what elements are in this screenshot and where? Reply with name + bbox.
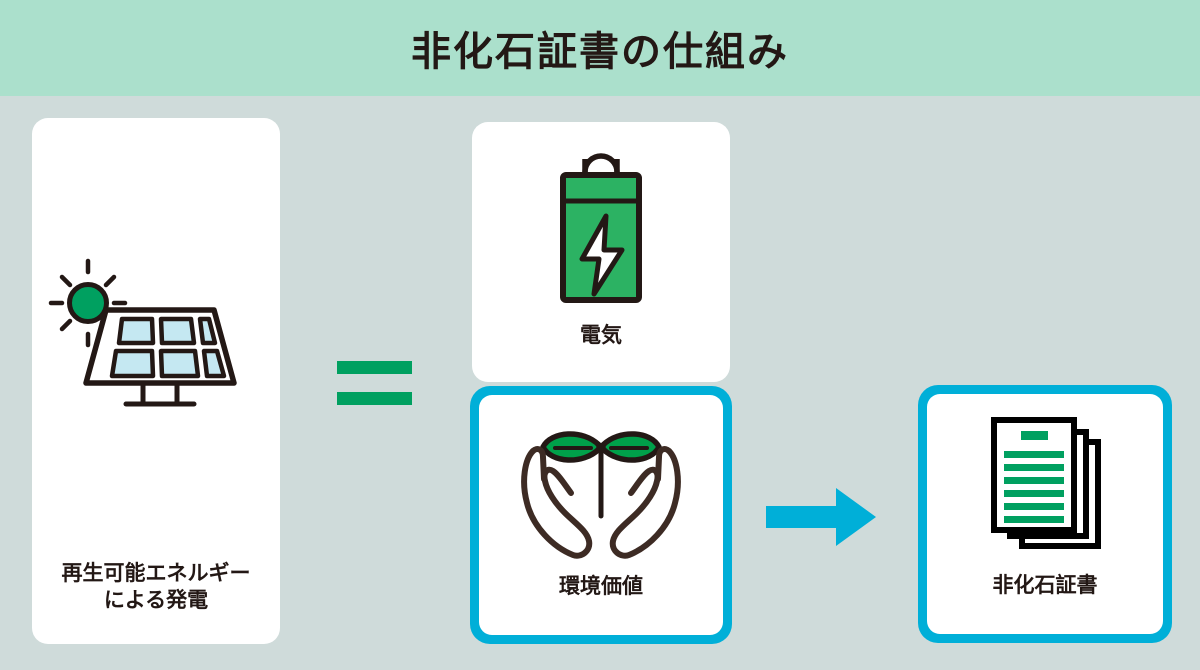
- right-arrow: [766, 488, 876, 546]
- battery-bolt-icon: [472, 146, 730, 311]
- panel-environmental-value: 環境価値: [470, 386, 732, 644]
- panel-label-non-fossil-certificate: 非化石証書: [992, 573, 1098, 597]
- panel-non-fossil-certificate: 非化石証書: [918, 385, 1172, 643]
- solar-panel-sun-icon: [32, 258, 280, 408]
- hands-sprout-icon: [479, 411, 723, 566]
- panel-label-renewable-generation: 再生可能エネルギー による発電: [61, 561, 251, 613]
- panel-renewable-generation: 再生可能エネルギー による発電: [32, 118, 280, 644]
- page-title: 非化石証書の仕組み: [411, 29, 789, 75]
- certificate-documents-icon: [927, 416, 1163, 566]
- panel-electricity: 電気: [472, 122, 730, 382]
- page-header: 非化石証書の仕組み: [0, 0, 1200, 96]
- equals-sign: [337, 361, 412, 405]
- panel-label-environmental-value: 環境価値: [559, 574, 643, 598]
- equals-bar-top: [337, 361, 412, 374]
- panel-label-electricity: 電気: [580, 323, 622, 347]
- equals-bar-bottom: [337, 392, 412, 405]
